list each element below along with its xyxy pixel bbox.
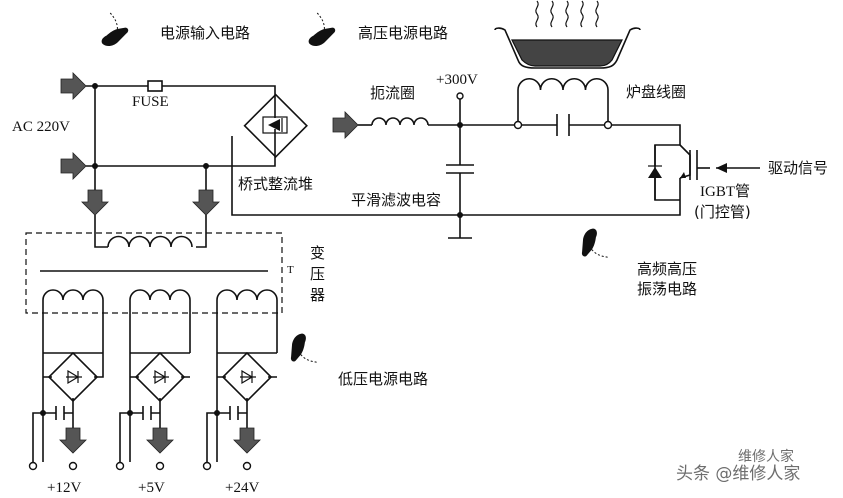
label-transformer-3: 器 <box>310 286 325 304</box>
lv-output-12v <box>28 300 104 471</box>
ac-input-arrow-bottom <box>60 152 87 180</box>
label-transformer-2: 压 <box>310 265 325 283</box>
label-coil: 炉盘线圈 <box>626 83 686 101</box>
label-out-24v: +24V <box>225 480 259 496</box>
fuse-symbol <box>147 80 163 92</box>
watermark-main: 头条 @维修人家 <box>676 464 800 484</box>
label-bridge-rectifier: 桥式整流堆 <box>238 175 313 193</box>
hand-pointer-icon-lv <box>283 331 318 371</box>
lv-arrow-12v <box>59 427 87 454</box>
lv-output-5v <box>115 300 191 471</box>
label-out-5v: +5V <box>138 480 165 496</box>
label-gate-tube: (门控管) <box>694 203 751 221</box>
hand-pointer-icon-hv <box>304 11 340 52</box>
filter-capacitor <box>446 164 474 174</box>
label-dc-voltage: +300V <box>436 72 478 88</box>
label-filter-cap: 平滑滤波电容 <box>351 191 441 209</box>
furnace-coil <box>517 78 609 91</box>
lv-output-24v <box>202 300 278 471</box>
label-igbt: IGBT管 <box>700 183 750 200</box>
label-transformer-1: 变 <box>310 244 325 262</box>
bridge-rectifier <box>243 93 308 158</box>
dc-bus <box>231 92 681 239</box>
label-hf-osc-1: 高频高压 <box>637 260 697 278</box>
transformer-outline <box>25 232 283 314</box>
label-drive-signal: 驱动信号 <box>768 159 828 177</box>
label-choke: 扼流圈 <box>370 84 415 102</box>
hand-pointer-icon-input <box>97 11 133 52</box>
choke-coil <box>371 117 429 126</box>
label-transformer-t: T <box>287 264 294 276</box>
resonant-tank <box>513 78 681 145</box>
transformer <box>25 189 283 314</box>
ac-input-section <box>60 72 276 190</box>
ac-input-arrow-top <box>60 72 87 100</box>
label-hv-power-circuit: 高压电源电路 <box>358 24 448 42</box>
label-out-12v: +12V <box>47 480 81 496</box>
drive-signal-arrow-icon <box>716 163 727 173</box>
watermark-small: 维修人家 <box>738 448 794 465</box>
watermark: 维修人家 头条 @维修人家 <box>676 448 800 484</box>
lv-arrow-24v <box>233 427 261 454</box>
igbt-symbol <box>648 144 760 201</box>
label-ac-input: AC 220V <box>12 119 70 135</box>
label-fuse: FUSE <box>132 94 169 110</box>
transformer-input-arrow-right <box>192 189 220 216</box>
lv-arrow-5v <box>146 427 174 454</box>
transformer-input-arrow-left <box>81 189 109 216</box>
label-lv-power-circuit: 低压电源电路 <box>338 370 428 388</box>
pot-icon <box>494 0 641 69</box>
bridge-output-arrow <box>332 111 359 139</box>
label-hf-osc-2: 振荡电路 <box>637 280 697 298</box>
hand-pointer-icon-osc <box>574 226 609 266</box>
label-power-input-circuit: 电源输入电路 <box>160 24 250 42</box>
